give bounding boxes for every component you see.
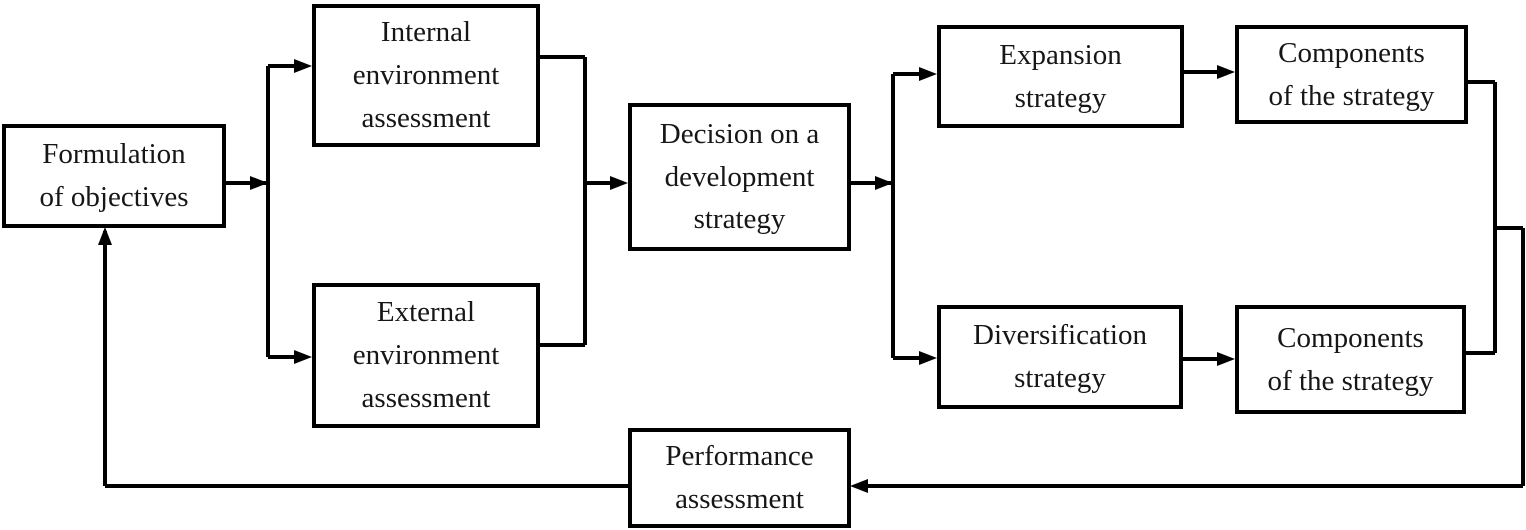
node-internal-environment: Internal environment assessment xyxy=(312,4,540,147)
edge-decision-to-strategies xyxy=(850,72,931,360)
arrowhead-to-decision xyxy=(610,176,628,190)
edge-performance-to-formulation xyxy=(103,231,628,488)
arrowhead-to-external xyxy=(294,350,312,364)
node-decision: Decision on a development strategy xyxy=(628,103,851,251)
node-expansion-strategy-label: Expansion strategy xyxy=(999,38,1122,114)
node-diversification-strategy-label: Diversification strategy xyxy=(973,319,1147,394)
arrowhead-to-components-bottom xyxy=(1217,352,1235,366)
node-components-bottom: Components of the strategy xyxy=(1235,305,1466,414)
node-decision-label: Decision on a development strategy xyxy=(659,117,820,236)
edge-formulation-to-assessments xyxy=(225,64,306,359)
node-components-bottom-label: Components of the strategy xyxy=(1267,321,1434,397)
arrowhead-to-strategy-junction xyxy=(875,176,893,190)
arrowhead-to-components-top xyxy=(1217,65,1235,79)
node-performance: Performance assessment xyxy=(628,428,851,528)
arrowhead-to-branch-junction xyxy=(250,176,268,190)
node-diversification-strategy: Diversification strategy xyxy=(937,305,1183,409)
arrowhead-to-internal xyxy=(294,59,312,73)
node-components-top: Components of the strategy xyxy=(1235,25,1468,124)
node-components-top-label: Components of the strategy xyxy=(1268,36,1435,112)
node-performance-label: Performance assessment xyxy=(665,440,814,515)
node-formulation-label: Formulation of objectives xyxy=(39,138,189,213)
arrowhead-to-expansion xyxy=(919,67,937,81)
edge-assessments-to-decision xyxy=(540,55,622,347)
arrowhead-to-formulation xyxy=(98,227,112,245)
node-external-environment: External environment assessment xyxy=(312,283,540,428)
node-expansion-strategy: Expansion strategy xyxy=(937,25,1184,128)
arrowhead-to-diversification xyxy=(919,351,937,365)
node-internal-environment-label: Internal environment assessment xyxy=(352,16,500,134)
edge-components-to-performance xyxy=(856,80,1525,488)
node-formulation: Formulation of objectives xyxy=(2,124,226,228)
node-external-environment-label: External environment assessment xyxy=(352,296,500,414)
arrowhead-to-performance xyxy=(850,479,868,493)
